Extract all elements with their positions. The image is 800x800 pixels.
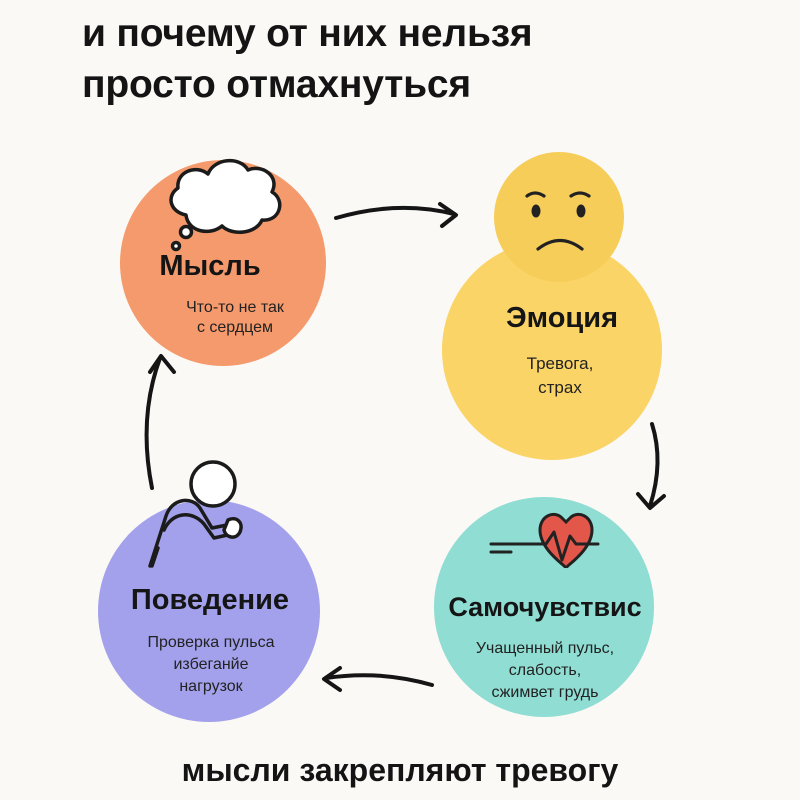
thought-subtitle: Что-то не так с сердцем xyxy=(150,298,320,338)
behavior-title: Поведение xyxy=(130,584,290,616)
arrow-sensation-to-behavior xyxy=(324,673,434,687)
sensation-subtitle-line-1: Учащенный пульс, xyxy=(475,640,615,657)
page-title: и почему от них нельзя просто отмахнутьс… xyxy=(82,8,762,110)
sensation-title: Самочувствис xyxy=(448,592,642,622)
sad-face-features xyxy=(525,191,591,251)
sensation-subtitle-line-3: сжимвет грудь xyxy=(491,684,599,701)
heart-pulse-icon xyxy=(489,513,600,570)
arrow-head-behavior-to-thought xyxy=(148,354,176,374)
emotion-subtitle: Тревога, страх xyxy=(475,352,645,400)
emotion-title: Эмоция xyxy=(506,302,618,334)
thought-cloud-icon xyxy=(169,159,282,252)
behavior-subtitle: Проверка пульса избеганйе нагрузок xyxy=(104,632,318,698)
title-line-2: просто отмахнуться xyxy=(82,63,471,106)
arrow-emotion-to-sensation xyxy=(648,422,660,508)
arrow-head-sensation-to-behavior xyxy=(322,666,342,692)
behavior-subtitle-line-3: нагрузок xyxy=(179,678,243,695)
behavior-subtitle-line-2: избеганйе xyxy=(173,656,249,673)
thought-title: Мысль xyxy=(159,250,261,282)
arrow-behavior-to-thought xyxy=(144,356,162,490)
thought-subtitle-line-2: с сердцем xyxy=(196,319,274,336)
arrow-head-thought-to-emotion xyxy=(438,202,458,228)
sensation-subtitle-line-2: слабость, xyxy=(508,662,582,679)
arrow-thought-to-emotion xyxy=(334,205,456,220)
behavior-circle xyxy=(98,500,320,722)
sad-face-icon xyxy=(494,152,624,282)
behavior-subtitle-line-1: Проверка пульса xyxy=(147,634,275,651)
footer-caption: мысли закрепляют тревогу xyxy=(181,752,619,788)
arrow-head-emotion-to-sensation xyxy=(636,492,666,510)
cycle-arrows xyxy=(144,202,666,692)
title-line-1: и почему от них нельзя xyxy=(82,12,533,55)
person-checking-pulse-icon xyxy=(148,460,243,568)
sensation-subtitle: Учащенный пульс, слабость, сжимвет грудь xyxy=(440,638,650,704)
emotion-subtitle-line-2: страх xyxy=(538,378,582,397)
thought-subtitle-line-1: Что-то не так xyxy=(186,299,284,316)
emotion-subtitle-line-1: Тревога, xyxy=(526,354,594,373)
